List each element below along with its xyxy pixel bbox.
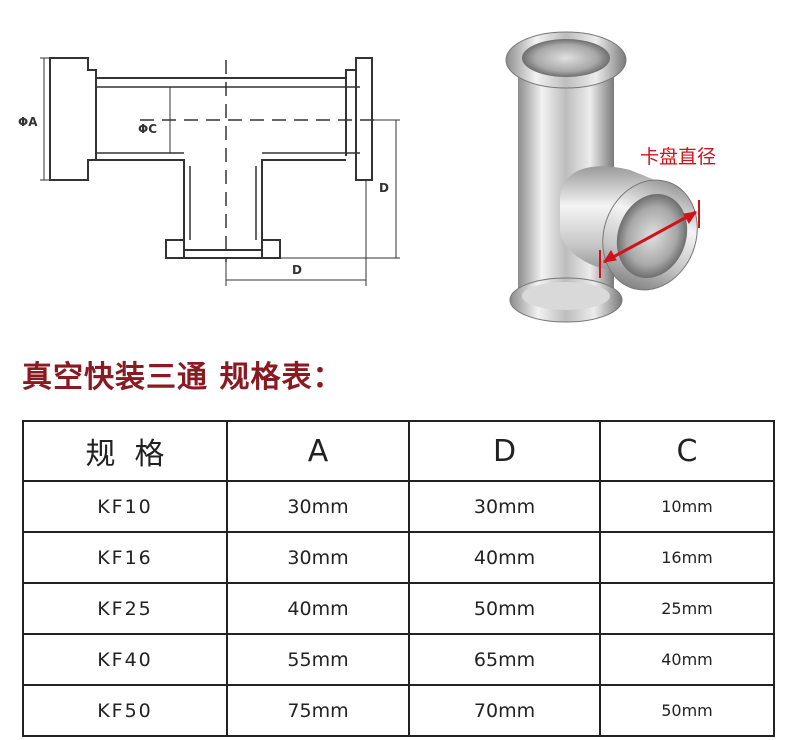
cell-a: 55mm: [226, 633, 410, 686]
table-row: KF25 40mm 50mm 25mm: [22, 582, 775, 635]
header-spec: 规 格: [22, 420, 228, 482]
cell-a: 40mm: [226, 582, 410, 635]
bottom-flange-outline: [165, 239, 281, 259]
top-bore: [522, 39, 610, 77]
dim-label-d-vertical: D: [379, 181, 389, 195]
diameter-arrow: [599, 200, 700, 278]
dim-label-d-horizontal: D: [292, 263, 302, 277]
cell-c: 40mm: [599, 633, 775, 686]
cell-d: 50mm: [408, 582, 601, 635]
cell-c: 10mm: [599, 480, 775, 533]
header-a: A: [226, 420, 410, 482]
cell-a: 30mm: [226, 480, 410, 533]
table-row: KF40 55mm 65mm 40mm: [22, 633, 775, 686]
dim-label-c: ΦC: [138, 122, 157, 136]
cell-spec: KF10: [22, 480, 228, 533]
cell-a: 75mm: [226, 684, 410, 737]
cell-spec: KF40: [22, 633, 228, 686]
spec-table: 规 格 A D C KF10 30mm 30mm 10mm KF16 30mm …: [22, 420, 775, 737]
table-row: KF50 75mm 70mm 50mm: [22, 684, 775, 737]
cell-d: 40mm: [408, 531, 601, 584]
cell-spec: KF25: [22, 582, 228, 635]
branch-left-wall: [96, 159, 185, 240]
cell-spec: KF16: [22, 531, 228, 584]
cell-d: 30mm: [408, 480, 601, 533]
cell-d: 70mm: [408, 684, 601, 737]
header-c: C: [599, 420, 775, 482]
right-flange-outline: [355, 57, 373, 181]
cell-c: 16mm: [599, 531, 775, 584]
table-header-row: 规 格 A D C: [22, 420, 775, 482]
cell-c: 50mm: [599, 684, 775, 737]
dim-label-a: ΦA: [18, 115, 38, 129]
cell-spec: KF50: [22, 684, 228, 737]
left-flange-outline: [49, 57, 97, 181]
cell-c: 25mm: [599, 582, 775, 635]
header-d: D: [408, 420, 601, 482]
branch-right-wall: [261, 159, 346, 240]
table-row: KF16 30mm 40mm 16mm: [22, 531, 775, 584]
tee-product-photo: [505, 31, 700, 323]
photo-caption: 卡盘直径: [640, 146, 717, 168]
cell-a: 30mm: [226, 531, 410, 584]
table-row: KF10 30mm 30mm 10mm: [22, 480, 775, 533]
page-title: 真空快装三通 规格表：: [22, 360, 344, 395]
tee-technical-drawing: ΦA ΦC D D: [18, 57, 400, 286]
body-top-line: [96, 69, 356, 79]
cell-d: 65mm: [408, 633, 601, 686]
